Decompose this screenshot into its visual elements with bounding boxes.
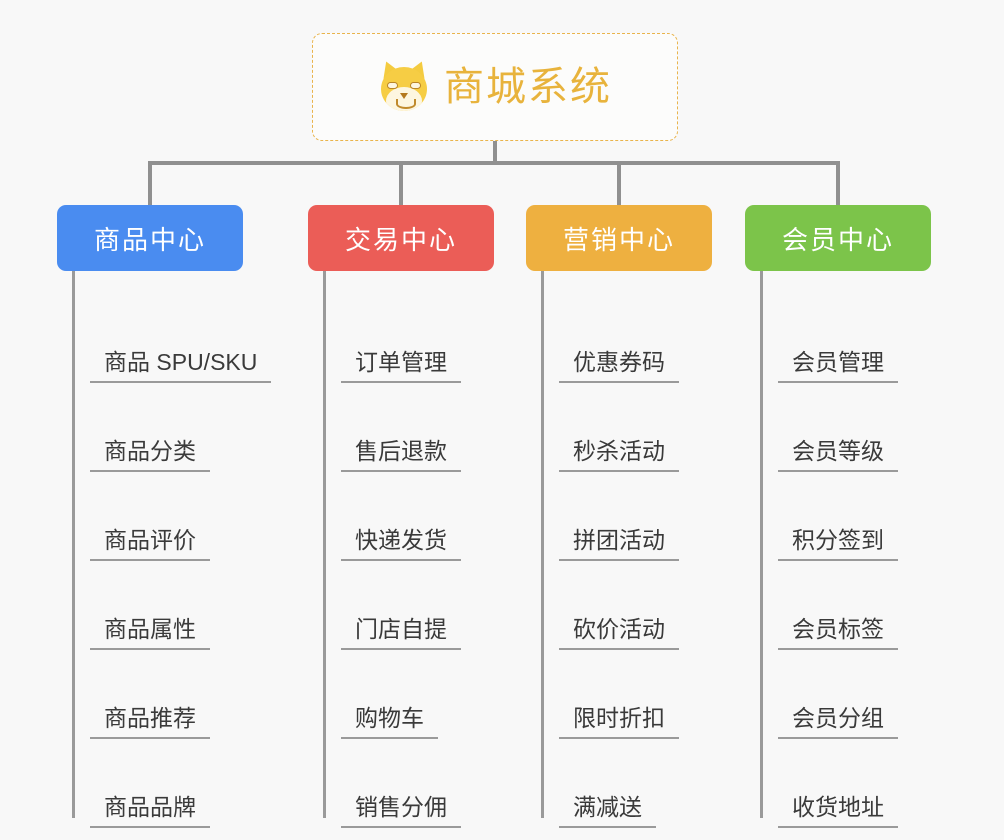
leaf-item-label: 商品品牌 xyxy=(90,794,210,828)
leaf-item-label: 拼团活动 xyxy=(559,527,679,561)
leaf-item[interactable]: 拼团活动 xyxy=(526,472,712,561)
leaf-item-label: 销售分佣 xyxy=(341,794,461,828)
branch-header-4[interactable]: 会员中心 xyxy=(745,205,931,271)
leaf-item-label: 购物车 xyxy=(341,705,438,739)
branch-trunk-2 xyxy=(323,271,326,818)
leaf-item[interactable]: 商品 SPU/SKU xyxy=(57,294,272,383)
connector-drop-1 xyxy=(399,161,403,205)
connector-drop-0 xyxy=(148,161,152,205)
leaf-item[interactable]: 秒杀活动 xyxy=(526,383,712,472)
leaf-item-label: 会员管理 xyxy=(778,349,898,383)
connector-root-stem xyxy=(493,141,497,164)
leaf-item-label: 砍价活动 xyxy=(559,616,679,650)
leaf-item-label: 会员等级 xyxy=(778,438,898,472)
leaf-item-label: 秒杀活动 xyxy=(559,438,679,472)
leaf-item-label: 售后退款 xyxy=(341,438,461,472)
branch-header-3[interactable]: 营销中心 xyxy=(526,205,712,271)
branch-3: 营销中心优惠券码秒杀活动拼团活动砍价活动限时折扣满减送 xyxy=(526,205,712,828)
leaf-item-label: 商品 SPU/SKU xyxy=(90,349,272,383)
connector-horizontal-bus xyxy=(148,161,840,165)
leaf-item[interactable]: 会员标签 xyxy=(745,561,931,650)
leaf-item[interactable]: 限时折扣 xyxy=(526,650,712,739)
leaf-item[interactable]: 快递发货 xyxy=(308,472,494,561)
leaf-item[interactable]: 商品分类 xyxy=(57,383,243,472)
leaf-item[interactable]: 门店自提 xyxy=(308,561,494,650)
leaf-item[interactable]: 购物车 xyxy=(308,650,494,739)
leaf-item-label: 商品属性 xyxy=(90,616,210,650)
leaf-item[interactable]: 会员分组 xyxy=(745,650,931,739)
leaf-item[interactable]: 积分签到 xyxy=(745,472,931,561)
leaf-item-label: 门店自提 xyxy=(341,616,461,650)
leaf-item[interactable]: 商品品牌 xyxy=(57,739,243,828)
leaf-item[interactable]: 会员等级 xyxy=(745,383,931,472)
branch-trunk-4 xyxy=(760,271,763,818)
branch-2: 交易中心订单管理售后退款快递发货门店自提购物车销售分佣 xyxy=(308,205,494,828)
leaf-item-label: 订单管理 xyxy=(341,349,461,383)
branch-header-2[interactable]: 交易中心 xyxy=(308,205,494,271)
leaf-item-label: 会员分组 xyxy=(778,705,898,739)
leaf-item[interactable]: 售后退款 xyxy=(308,383,494,472)
root-node[interactable]: 商城系统 xyxy=(312,33,678,141)
leaf-item-label: 商品评价 xyxy=(90,527,210,561)
leaf-item-label: 收货地址 xyxy=(778,794,898,828)
branch-1: 商品中心商品 SPU/SKU 商品分类商品评价商品属性商品推荐商品品牌 xyxy=(57,205,272,828)
leaf-item[interactable]: 满减送 xyxy=(526,739,712,828)
leaf-item[interactable]: 收货地址 xyxy=(745,739,931,828)
root-title: 商城系统 xyxy=(444,65,612,109)
connector-drop-3 xyxy=(836,161,840,205)
leaf-list-1: 商品 SPU/SKU 商品分类商品评价商品属性商品推荐商品品牌 xyxy=(57,271,272,828)
leaf-item[interactable]: 商品推荐 xyxy=(57,650,243,739)
leaf-item-label: 积分签到 xyxy=(778,527,898,561)
leaf-item-label: 满减送 xyxy=(559,794,656,828)
leaf-item-label: 会员标签 xyxy=(778,616,898,650)
leaf-item[interactable]: 砍价活动 xyxy=(526,561,712,650)
connector-drop-2 xyxy=(617,161,621,205)
branch-trunk-3 xyxy=(541,271,544,818)
leaf-list-2: 订单管理售后退款快递发货门店自提购物车销售分佣 xyxy=(308,271,494,828)
branch-trunk-1 xyxy=(72,271,75,818)
leaf-list-3: 优惠券码秒杀活动拼团活动砍价活动限时折扣满减送 xyxy=(526,271,712,828)
leaf-list-4: 会员管理会员等级积分签到会员标签会员分组收货地址 xyxy=(745,271,931,828)
leaf-item[interactable]: 会员管理 xyxy=(745,294,931,383)
leaf-item[interactable]: 订单管理 xyxy=(308,294,494,383)
leaf-item-label: 优惠券码 xyxy=(559,349,679,383)
leaf-item-label: 商品分类 xyxy=(90,438,210,472)
branch-header-1[interactable]: 商品中心 xyxy=(57,205,243,271)
leaf-item[interactable]: 商品属性 xyxy=(57,561,243,650)
branch-4: 会员中心会员管理会员等级积分签到会员标签会员分组收货地址 xyxy=(745,205,931,828)
leaf-item[interactable]: 销售分佣 xyxy=(308,739,494,828)
leaf-item-label: 快递发货 xyxy=(341,527,461,561)
leaf-item-label: 限时折扣 xyxy=(559,705,679,739)
leaf-item-label: 商品推荐 xyxy=(90,705,210,739)
shiba-dog-icon xyxy=(377,58,431,113)
leaf-item[interactable]: 优惠券码 xyxy=(526,294,712,383)
leaf-item[interactable]: 商品评价 xyxy=(57,472,243,561)
